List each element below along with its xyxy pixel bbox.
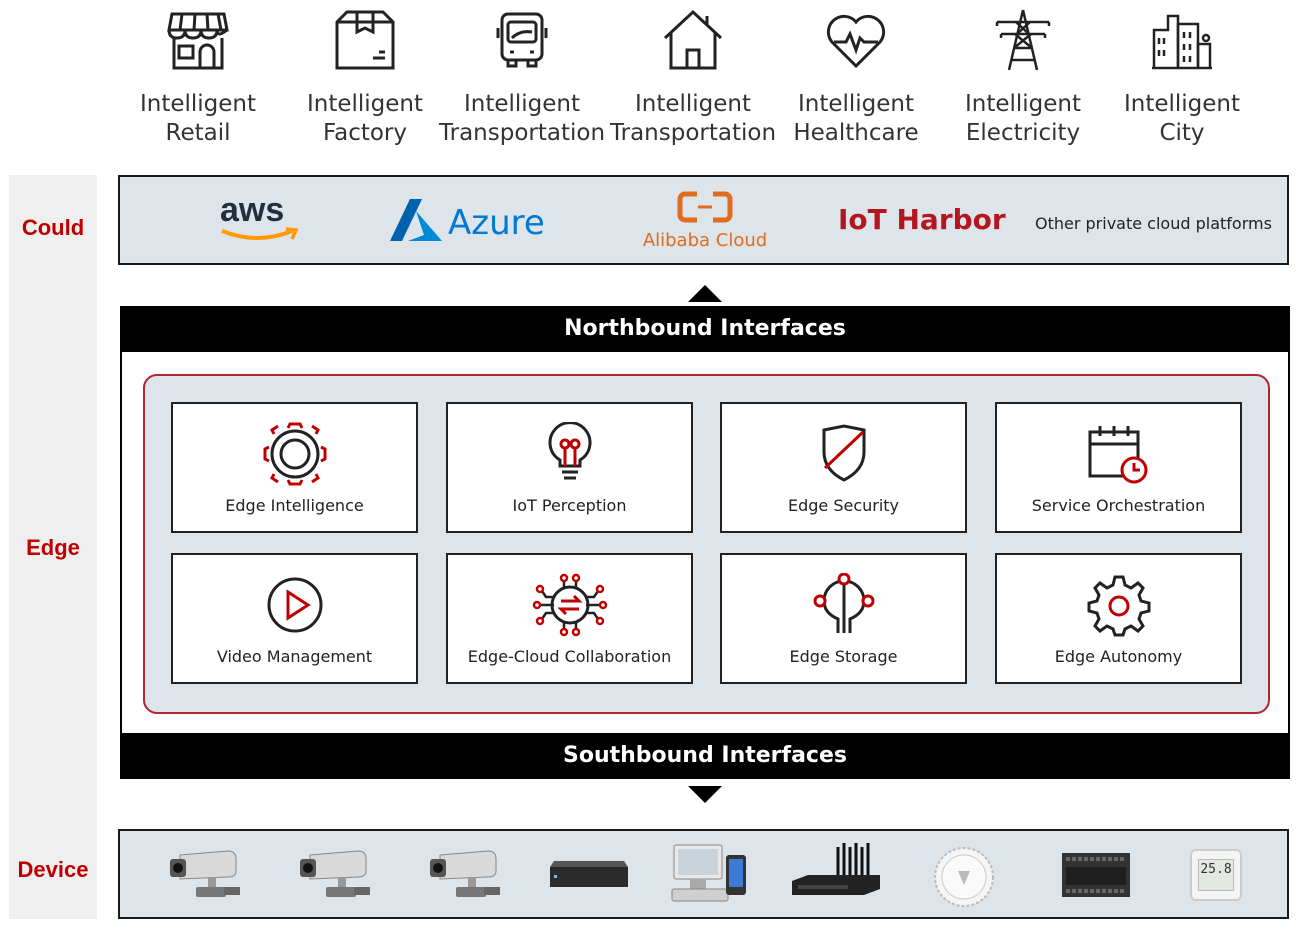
gear-ring-icon [263,422,326,486]
tile-video-management: Video Management [171,553,418,684]
aws-wordmark: aws [220,191,285,229]
aws-logo: aws [220,193,300,250]
app-label-line2: Electricity [965,120,1081,146]
app-label-line2: City [1159,120,1205,146]
app-intelligent-healthcare: Intelligent Healthcare [771,8,941,148]
bus-icon [496,12,548,68]
tile-edge-cloud-collaboration: Edge-Cloud Collaboration [446,553,693,684]
layer-label-device: Device [17,857,89,882]
lightbulb-icon [548,422,591,480]
azure-wordmark: Azure [448,203,545,243]
azure-icon [390,199,442,241]
tile-edge-intelligence: Edge Intelligence [171,402,418,533]
tile-label: Edge Security [787,496,900,515]
tile-label: Edge Storage [789,647,898,666]
tile-label: Edge Autonomy [1054,647,1183,666]
app-intelligent-transportation-home: Intelligent Transportation [608,8,778,148]
app-label-line2: Transportation [438,120,606,146]
house-icon [663,9,723,70]
thermometer-reading: 25.8 [1198,859,1234,891]
power-tower-icon [995,9,1051,71]
tile-edge-storage: Edge Storage [720,553,967,684]
buildings-icon [1152,14,1212,70]
app-intelligent-retail: Intelligent Retail [113,8,283,148]
layer-label-cloud: Could [21,215,85,240]
tile-label: Service Orchestration [1031,496,1206,515]
tile-edge-security: Edge Security [720,402,967,533]
tile-label: Edge Intelligence [225,496,364,515]
tile-edge-autonomy: Edge Autonomy [995,553,1242,684]
app-label-line2: Healthcare [793,120,919,146]
arrow-down-icon [688,786,722,803]
layer-label-edge: Edge [26,535,80,560]
nvr-box-icon [550,861,628,887]
northbound-interfaces-bar: Northbound Interfaces [120,306,1290,352]
app-intelligent-factory: Intelligent Factory [280,8,450,148]
storage-tree-icon [813,573,874,633]
alibaba-cloud-logo: Alibaba Cloud [640,191,770,251]
tile-service-orchestration: Service Orchestration [995,402,1242,533]
iot-harbor-logo: IoT Harbor [838,203,1006,236]
app-label-line1: Intelligent [797,91,915,117]
pos-terminal-icon [671,844,746,902]
alibaba-wordmark: Alibaba Cloud [642,230,768,251]
app-label-line1: Intelligent [139,91,257,117]
tile-label: Video Management [216,647,373,666]
arrow-up-icon [688,285,722,302]
bullet-camera-icon [170,850,240,897]
heart-pulse-icon [826,14,886,69]
app-intelligent-transportation-bus: Intelligent Transportation [437,8,607,148]
aws-smile-icon [221,227,299,240]
alibaba-bracket-icon [677,191,733,223]
app-intelligent-electricity: Intelligent Electricity [938,8,1108,148]
app-intelligent-city: Intelligent City [1097,8,1267,148]
thermometer-display-icon: 25.8 [1190,849,1242,901]
layer-column [9,175,97,919]
router-antennas-icon [792,843,880,895]
app-label-line1: Intelligent [306,91,424,117]
shop-icon [167,12,229,70]
bullet-camera-icon [300,850,370,897]
cog-icon [1087,575,1150,637]
cloud-panel: aws Azure Alibaba Cloud IoT Harbor Other… [118,175,1289,265]
tile-iot-perception: IoT Perception [446,402,693,533]
bullet-camera-icon [430,850,500,897]
tile-label: IoT Perception [512,496,627,515]
app-label-line2: Transportation [609,120,777,146]
box-icon [335,10,395,70]
app-label-line1: Intelligent [1123,91,1241,117]
app-label-line2: Retail [165,120,231,146]
app-label-line1: Intelligent [634,91,752,117]
app-label-line1: Intelligent [463,91,581,117]
play-icon [267,577,322,633]
southbound-interfaces-bar: Southbound Interfaces [120,733,1290,779]
ceiling-ap-icon [934,847,994,907]
app-label-line1: Intelligent [964,91,1082,117]
device-panel: 25.8 [118,829,1289,919]
plc-controller-icon [1062,853,1130,897]
shield-icon [822,424,865,482]
app-label-line2: Factory [322,120,407,146]
tile-label: Edge-Cloud Collaboration [467,647,672,666]
sync-circuit-icon [532,573,607,637]
other-private-clouds-label: Other private cloud platforms [1035,214,1272,233]
calendar-clock-icon [1088,426,1147,484]
